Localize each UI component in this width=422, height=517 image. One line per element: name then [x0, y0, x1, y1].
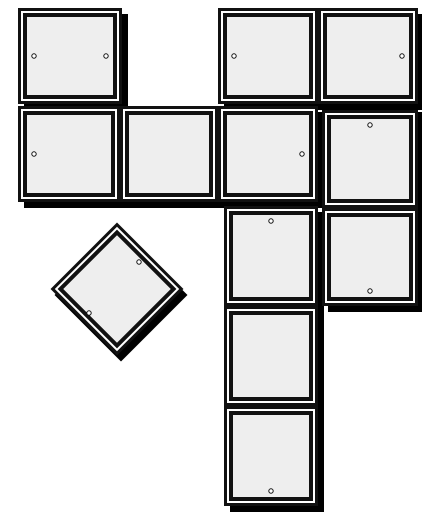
module-top-left	[18, 8, 122, 104]
module-column-2-panel	[233, 315, 309, 397]
module-right-upper-panel	[331, 119, 409, 199]
module-top-right-b-hole-right	[400, 54, 404, 58]
module-rotated-hole-upper-right	[137, 260, 141, 264]
module-middle-1-panel	[27, 115, 111, 193]
module-top-right-a-panel	[227, 17, 309, 95]
module-column-2	[224, 306, 318, 406]
module-column-3-hole-bottom	[269, 489, 273, 493]
module-top-right-a-hole-left	[232, 54, 236, 58]
module-top-left-hole-left	[32, 54, 36, 58]
module-middle-3-hole-right	[300, 152, 304, 156]
module-column-1-panel	[233, 215, 309, 297]
module-right-lower-hole-bottom	[368, 289, 372, 293]
module-right-upper	[322, 110, 418, 208]
module-top-right-b	[318, 8, 418, 104]
module-column-1-hole-top	[269, 219, 273, 223]
module-middle-3-panel	[227, 115, 309, 193]
module-right-lower	[322, 208, 418, 306]
module-column-3	[224, 406, 318, 506]
module-column-1	[224, 206, 318, 306]
module-top-left-panel	[27, 17, 113, 95]
module-middle-1-hole-left	[32, 152, 36, 156]
module-right-lower-panel	[331, 217, 409, 297]
module-middle-1	[18, 106, 120, 202]
module-middle-3	[218, 106, 318, 202]
module-middle-2	[120, 106, 218, 202]
module-top-right-b-panel	[327, 17, 409, 95]
module-top-right-a	[218, 8, 318, 104]
module-rotated-hole-lower-left	[87, 311, 91, 315]
module-top-left-hole-right	[104, 54, 108, 58]
module-middle-2-panel	[129, 115, 209, 193]
module-right-upper-hole-top	[368, 123, 372, 127]
module-column-3-panel	[233, 415, 309, 497]
